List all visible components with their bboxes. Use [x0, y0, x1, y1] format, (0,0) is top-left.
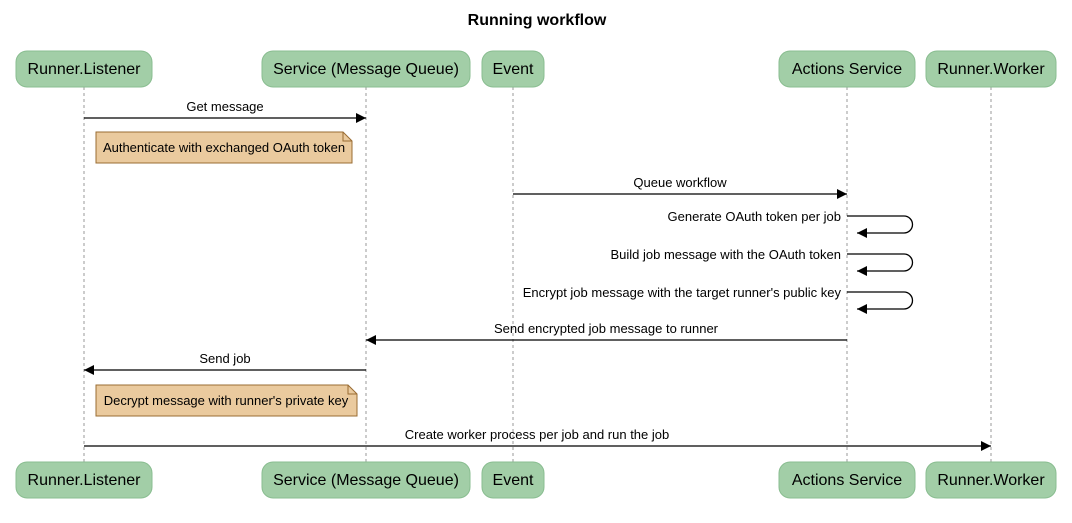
message-create-worker-process: Create worker process per job and run th… [84, 427, 991, 451]
actor-label: Actions Service [792, 472, 902, 489]
note-text: Decrypt message with runner's private ke… [104, 393, 349, 408]
message-label: Send encrypted job message to runner [494, 321, 719, 336]
actor-label: Event [493, 61, 534, 78]
note-authenticate-oauth: Authenticate with exchanged OAuth token [95, 131, 353, 164]
actor-runner-listener-bottom: Runner.Listener [15, 461, 153, 499]
actor-label: Runner.Worker [937, 61, 1045, 78]
message-label: Send job [199, 351, 250, 366]
actor-box [481, 50, 545, 88]
actors-bottom: Runner.Listener Service (Message Queue) … [15, 461, 1057, 499]
message-generate-oauth-token: Generate OAuth token per job [668, 209, 914, 238]
actor-runner-listener-top: Runner.Listener [15, 50, 153, 88]
actor-actions-service-bottom: Actions Service [778, 461, 916, 499]
actor-label: Runner.Worker [937, 472, 1045, 489]
message-label: Queue workflow [633, 175, 727, 190]
actor-label: Runner.Listener [28, 472, 142, 489]
actor-actions-service-top: Actions Service [778, 50, 916, 88]
actor-runner-worker-bottom: Runner.Worker [925, 461, 1057, 499]
actor-label: Actions Service [792, 61, 902, 78]
self-loop-arrow [847, 215, 914, 238]
actor-event-bottom: Event [481, 461, 545, 499]
actor-box [778, 50, 916, 88]
self-loop-arrow [847, 291, 914, 314]
actor-service-message-queue-top: Service (Message Queue) [261, 50, 471, 88]
actor-box [261, 50, 471, 88]
message-send-job: Send job [84, 351, 366, 375]
message-get-message: Get message [84, 99, 366, 123]
actor-label: Service (Message Queue) [273, 472, 459, 489]
message-label: Encrypt job message with the target runn… [523, 285, 842, 300]
message-encrypt-job-message: Encrypt job message with the target runn… [523, 285, 914, 314]
diagram-title: Running workflow [468, 12, 607, 29]
actors-top: Runner.Listener Service (Message Queue) … [15, 50, 1057, 88]
note-fold-icon [342, 132, 352, 142]
note-box [95, 131, 353, 164]
message-label: Generate OAuth token per job [668, 209, 841, 224]
message-label: Create worker process per job and run th… [405, 427, 669, 442]
actor-box [261, 461, 471, 499]
message-label: Get message [186, 99, 263, 114]
actor-box [925, 50, 1057, 88]
actor-box [15, 461, 153, 499]
note-fold-icon [347, 385, 357, 395]
message-label: Build job message with the OAuth token [610, 247, 841, 262]
note-box [95, 384, 358, 417]
actor-box [778, 461, 916, 499]
actor-label: Service (Message Queue) [273, 61, 459, 78]
message-send-encrypted-job: Send encrypted job message to runner [366, 321, 847, 345]
lifelines [83, 87, 992, 462]
actor-box [15, 50, 153, 88]
actor-runner-worker-top: Runner.Worker [925, 50, 1057, 88]
message-build-job-message: Build job message with the OAuth token [610, 247, 914, 276]
actor-event-top: Event [481, 50, 545, 88]
actor-box [925, 461, 1057, 499]
note-decrypt-message: Decrypt message with runner's private ke… [95, 384, 358, 417]
note-text: Authenticate with exchanged OAuth token [103, 140, 345, 155]
self-loop-arrow [847, 253, 914, 276]
actor-label: Event [493, 472, 534, 489]
actor-service-message-queue-bottom: Service (Message Queue) [261, 461, 471, 499]
actor-label: Runner.Listener [28, 61, 142, 78]
actor-box [481, 461, 545, 499]
message-queue-workflow: Queue workflow [513, 175, 847, 199]
